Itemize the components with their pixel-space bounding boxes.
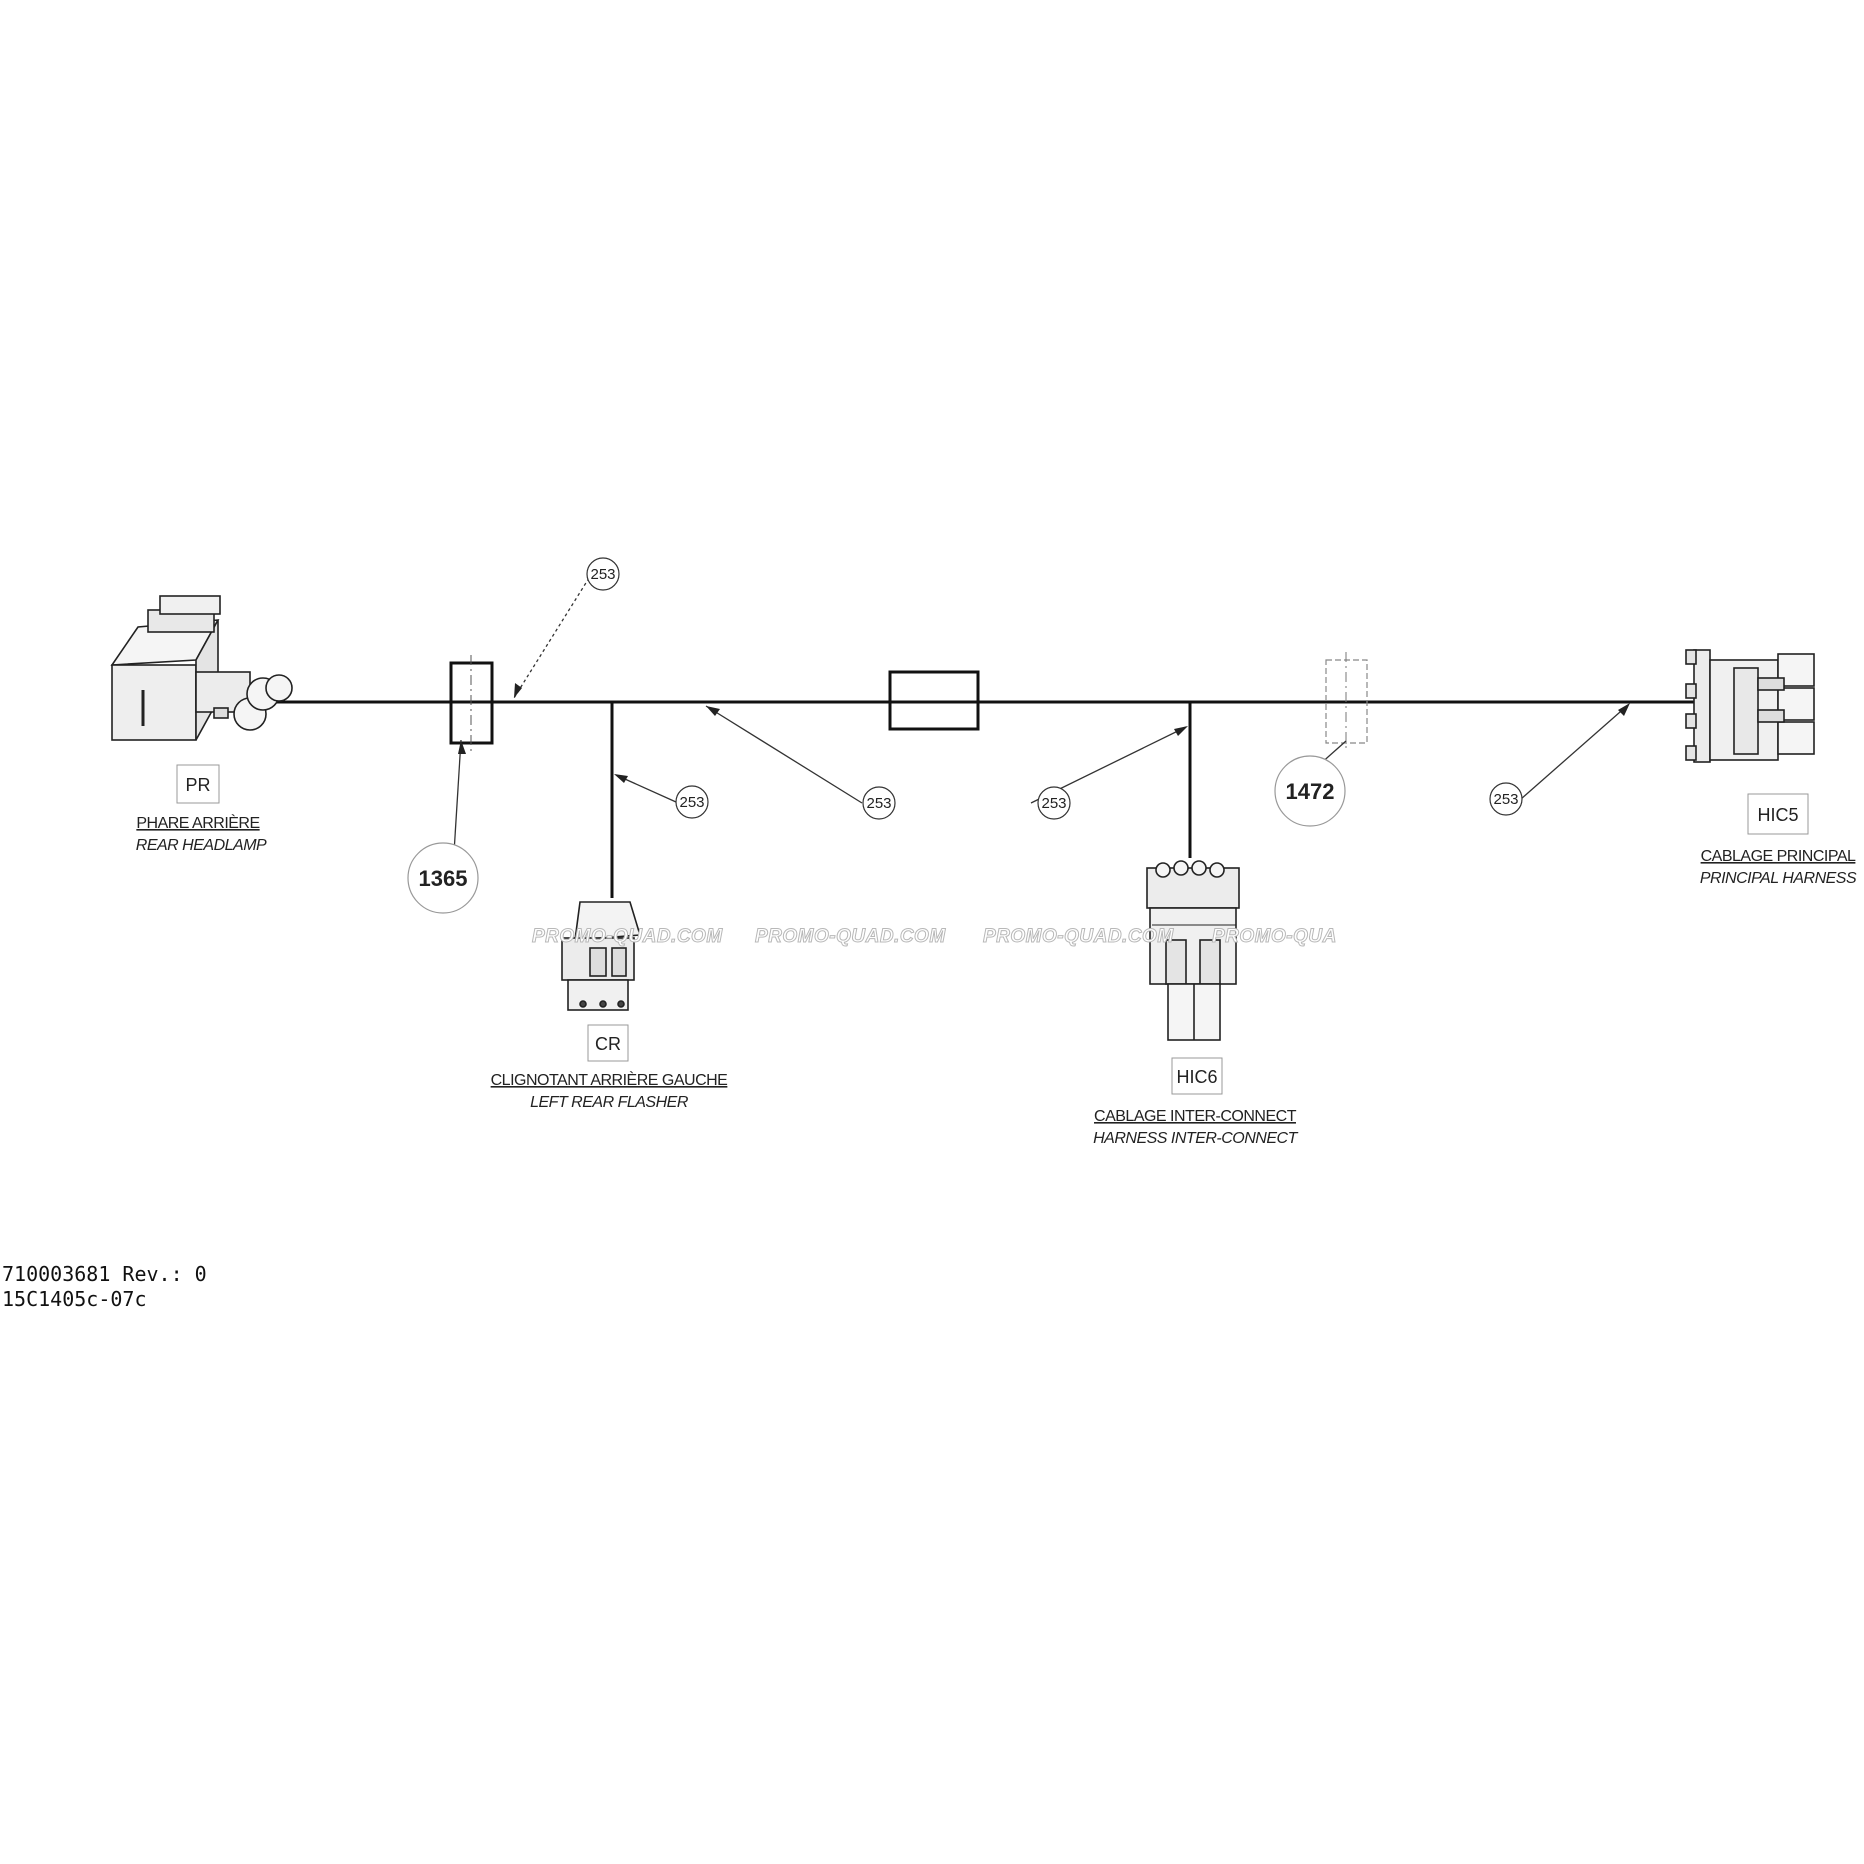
- tag-cr: CR: [587, 1024, 629, 1062]
- tape-sleeve-center: [888, 670, 980, 731]
- callout-253-b: 253: [675, 785, 709, 819]
- label-cr-fr: CLIGNOTANT ARRIÈRE GAUCHE: [491, 1070, 728, 1089]
- part-number: 710003681 Rev.: 0: [2, 1262, 207, 1286]
- clip-marker-right: [1325, 652, 1368, 752]
- tag-hic5: HIC5: [1747, 793, 1809, 835]
- callout-253-e: 253: [1489, 782, 1523, 816]
- drawing-id: 15C1405c-07c: [2, 1287, 147, 1311]
- svg-text:CR: CR: [595, 1034, 621, 1054]
- dimension-1472: 1472: [1274, 755, 1346, 827]
- label-hic5-en: PRINCIPAL HARNESS: [1700, 870, 1857, 887]
- callout-253-a: 253: [586, 557, 620, 591]
- leader-lines: [452, 577, 1629, 870]
- label-hic5-fr: CABLAGE PRINCIPAL: [1701, 848, 1856, 865]
- watermark-band: PROMO-QUAD.COM PROMO-QUAD.COM PROMO-QUAD…: [532, 926, 1337, 948]
- label-hic6-fr: CABLAGE INTER-CONNECT: [1094, 1108, 1297, 1125]
- callout-253-c: 253: [862, 786, 896, 820]
- svg-text:1365: 1365: [419, 866, 468, 891]
- watermark-text: PROMO-QUAD.COM: [983, 926, 1174, 947]
- svg-text:253: 253: [1041, 795, 1066, 812]
- label-pr-fr: PHARE ARRIÈRE: [136, 813, 259, 832]
- svg-text:253: 253: [1493, 791, 1518, 808]
- watermark-text: PROMO-QUAD.COM: [532, 926, 723, 947]
- watermark-text: PROMO-QUA: [1212, 926, 1337, 947]
- inter-connect-connector-icon: [1146, 860, 1240, 1041]
- label-pr-en: REAR HEADLAMP: [136, 837, 267, 854]
- dimension-1365: 1365: [407, 842, 479, 914]
- clip-marker-left: [449, 655, 494, 752]
- svg-text:HIC6: HIC6: [1176, 1067, 1217, 1087]
- callout-253-d: 253: [1037, 786, 1071, 820]
- principal-harness-connector-icon: [1685, 649, 1815, 763]
- tag-hic6: HIC6: [1171, 1057, 1223, 1095]
- svg-text:HIC5: HIC5: [1757, 805, 1798, 825]
- rear-headlamp-connector-icon: [110, 595, 293, 741]
- svg-text:PR: PR: [185, 775, 210, 795]
- leader-arrowheads: [458, 683, 1630, 783]
- tag-pr: PR: [176, 764, 220, 804]
- watermark-text: PROMO-QUAD.COM: [755, 926, 946, 947]
- left-rear-flasher-connector-icon: [561, 901, 642, 1011]
- label-cr-en: LEFT REAR FLASHER: [530, 1094, 689, 1111]
- svg-text:1472: 1472: [1286, 779, 1335, 804]
- svg-text:253: 253: [866, 795, 891, 812]
- svg-text:253: 253: [590, 566, 615, 583]
- label-hic6-en: HARNESS INTER-CONNECT: [1093, 1130, 1298, 1147]
- svg-text:253: 253: [679, 794, 704, 811]
